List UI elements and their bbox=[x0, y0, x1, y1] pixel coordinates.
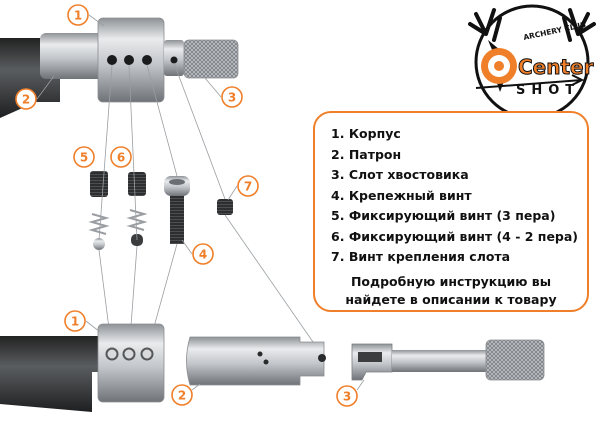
instruction-note: Подробную инструкцию вы найдете в описан… bbox=[323, 273, 579, 309]
ball-5 bbox=[93, 238, 105, 250]
chuck-end-hole bbox=[318, 354, 326, 362]
top-knurled-knob bbox=[183, 39, 239, 79]
bottom-hole-2 bbox=[122, 347, 136, 361]
logo-word-top: Center bbox=[518, 55, 594, 79]
bolt-socket-4 bbox=[169, 179, 185, 185]
callout-leader-7 bbox=[227, 185, 238, 201]
bottom-assembly bbox=[0, 323, 545, 412]
bottom-chuck bbox=[186, 336, 325, 386]
spring-6 bbox=[126, 209, 148, 231]
top-hole-1 bbox=[107, 55, 117, 65]
tail-slot-shaft bbox=[392, 350, 488, 372]
callout-label-10: 3 bbox=[343, 390, 351, 404]
top-collar-hole bbox=[170, 56, 178, 64]
bolt-shank-4 bbox=[170, 196, 184, 244]
callout-circle-10 bbox=[336, 385, 358, 407]
bottom-hole-1 bbox=[105, 347, 119, 361]
chuck-hole-a bbox=[257, 351, 263, 357]
legend-item-6: 6. Фиксирующий винт (4 - 2 пера) bbox=[331, 228, 579, 244]
legend-item-4: 4. Крепежный винт bbox=[331, 187, 472, 203]
setscrew-7 bbox=[217, 199, 233, 215]
logo-word-bottom: SHOT bbox=[516, 83, 580, 98]
legend-panel: 1. Корпус 2. Патрон 3. Слот хвостовика 4… bbox=[313, 111, 589, 312]
antlers-icon bbox=[468, 8, 596, 42]
callout-label-1: 1 bbox=[74, 9, 82, 23]
small-parts bbox=[88, 171, 233, 250]
setscrew-5 bbox=[90, 171, 108, 197]
bottom-body-block bbox=[97, 323, 165, 403]
top-hole-3 bbox=[142, 55, 152, 65]
top-assembly bbox=[0, 17, 239, 118]
chuck-hole-b bbox=[263, 359, 269, 365]
callout-circle-2 bbox=[15, 88, 37, 110]
target-center bbox=[494, 61, 504, 71]
bottom-hole-3 bbox=[140, 347, 154, 361]
callout-leader-4 bbox=[181, 239, 193, 255]
instruction-note-line-2: найдете в описании к товару bbox=[345, 292, 557, 307]
leader-lines bbox=[98, 62, 323, 356]
callout-circle-4 bbox=[192, 243, 214, 265]
callout-circle-5 bbox=[73, 146, 95, 168]
legend-item-2: 2. Патрон bbox=[331, 146, 402, 162]
legend-item-3: 3. Слот хвостовика bbox=[331, 167, 469, 182]
callout-circle-3 bbox=[221, 86, 243, 108]
callout-circle-1 bbox=[67, 4, 89, 26]
legend-list: 1. Корпус 2. Патрон 3. Слот хвостовика 4… bbox=[331, 124, 578, 268]
callout-leader-10 bbox=[356, 379, 365, 391]
callout-label-7: 7 bbox=[244, 180, 252, 194]
callout-leader-3 bbox=[204, 77, 222, 98]
top-chuck bbox=[40, 33, 110, 79]
callout-label-4: 4 bbox=[199, 248, 207, 262]
callout-leader-9 bbox=[191, 383, 201, 391]
spring-5 bbox=[88, 213, 110, 235]
callout-label-8: 1 bbox=[71, 315, 79, 329]
legend-item-1: 1. Корпус bbox=[331, 126, 401, 141]
callout-label-9: 2 bbox=[178, 389, 186, 403]
callout-label-2: 2 bbox=[22, 93, 30, 107]
legend-item-7: 7. Винт крепления слота bbox=[331, 249, 511, 264]
riser-bracket-bottom bbox=[0, 336, 110, 412]
tail-slot-knob bbox=[485, 339, 545, 381]
callouts: 1 2 3 4 5 6 7 1 2 3 bbox=[15, 4, 365, 407]
instruction-note-line-1: Подробную инструкцию вы bbox=[350, 274, 552, 289]
callout-label-6: 6 bbox=[117, 151, 125, 165]
callout-leader-2 bbox=[36, 75, 55, 100]
tail-slot-gap bbox=[358, 352, 382, 362]
callout-circle-9 bbox=[171, 384, 193, 406]
callout-leader-8 bbox=[85, 320, 101, 333]
callout-circle-6 bbox=[110, 146, 132, 168]
callout-leader-1 bbox=[88, 14, 105, 27]
callout-circle-8 bbox=[64, 310, 86, 332]
setscrew-6 bbox=[128, 172, 146, 196]
top-hole-2 bbox=[124, 55, 134, 65]
arrow-icon bbox=[475, 74, 585, 89]
center-shot-logo: ARCHERY CLUB Center SHOT bbox=[468, 4, 596, 120]
callout-label-3: 3 bbox=[228, 91, 236, 105]
callout-label-5: 5 bbox=[80, 151, 88, 165]
legend-item-5: 5. Фиксирующий винт (3 пера) bbox=[331, 208, 556, 223]
callout-circle-7 bbox=[237, 175, 259, 197]
